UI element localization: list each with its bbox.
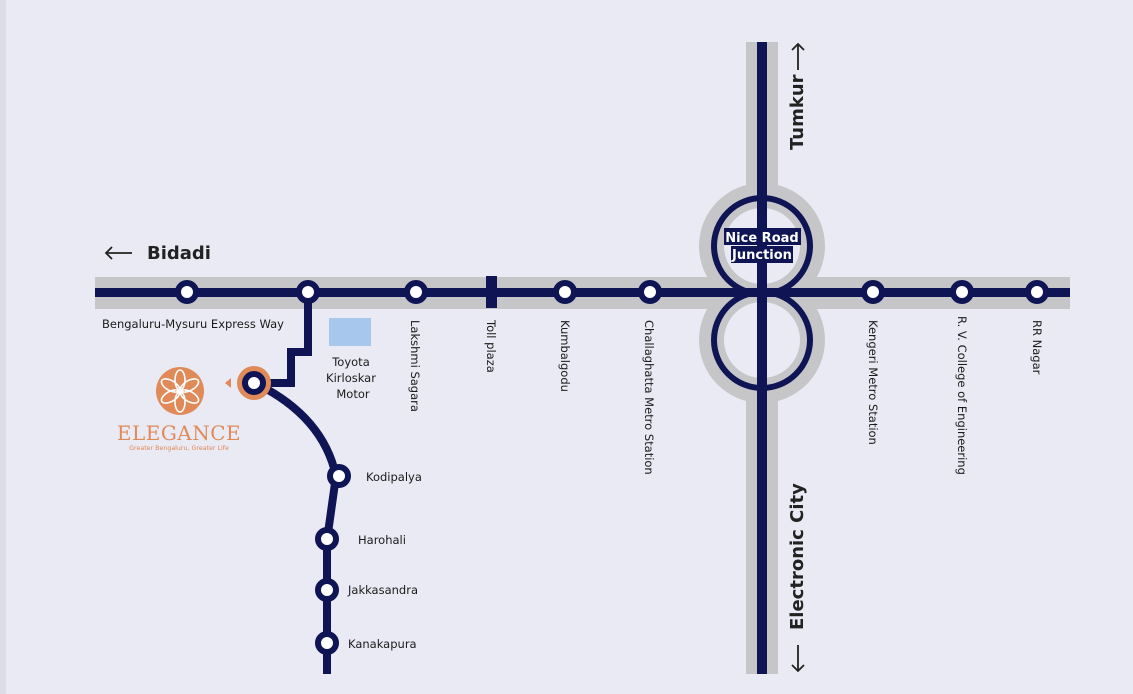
landmark-label-line1: Toyota <box>331 355 370 369</box>
junction-label-bg-2 <box>731 246 793 263</box>
branch-stop-label: Harohali <box>358 533 406 547</box>
logo-tagline: Greater Bengaluru, Greater Life <box>129 445 229 452</box>
station-marker-kanakapura <box>315 631 339 655</box>
logo-wordmark: ELEGANCE <box>117 421 241 445</box>
left-edge <box>0 0 6 694</box>
highway-stop-label: R. V. College of Engineering <box>955 316 969 475</box>
landmark-label-line3: Motor <box>336 387 370 401</box>
highway-label: Bengaluru-Mysuru Express Way <box>102 317 284 331</box>
interchange-lower-loop <box>711 289 813 391</box>
branch-stop-label: Kanakapura <box>348 637 417 651</box>
station-marker-kodipalya <box>327 464 351 488</box>
station-marker-challaghatta <box>638 280 662 304</box>
station-marker-lakshmi-sagara <box>404 280 428 304</box>
station-marker-jakkasandra <box>315 578 339 602</box>
highway-stop-label: Toll plaza <box>484 319 498 373</box>
landmark-label-line2: Kirloskar <box>326 371 376 385</box>
vertical-route-line <box>757 42 767 674</box>
highway-stop-label: Challaghatta Metro Station <box>642 320 656 475</box>
highway-route-line <box>95 288 1070 297</box>
highway-stop-label: Lakshmi Sagara <box>408 320 422 412</box>
station-marker-bidadi-side <box>175 280 199 304</box>
junction-label-line1: Nice Road <box>725 231 798 246</box>
station-marker-rr-nagar <box>1025 280 1049 304</box>
pointer-triangle-icon <box>225 378 231 388</box>
south-arrow-icon <box>791 645 805 673</box>
highway-stop-label: Kengeri Metro Station <box>866 320 880 445</box>
branch-route-line <box>253 292 341 674</box>
station-marker-kumbalgodu <box>553 280 577 304</box>
logo-emblem-icon <box>156 367 204 415</box>
station-marker-kengeri <box>861 280 885 304</box>
highway-stop-label: Kumbalgodu <box>558 320 572 392</box>
branch-stop-label: Kodipalya <box>366 470 422 484</box>
junction-label-line2: Junction <box>731 248 792 263</box>
project-location-marker <box>242 371 266 395</box>
direction-tumkur: Tumkur <box>787 74 808 150</box>
direction-bidadi: Bidadi <box>147 243 211 264</box>
north-arrow-icon <box>791 42 805 70</box>
station-marker-rv-college <box>950 280 974 304</box>
elegance-logo: ELEGANCE Greater Bengaluru, Greater Life <box>117 367 241 452</box>
landmark-box <box>329 318 371 346</box>
direction-electronic-city: Electronic City <box>787 483 808 630</box>
highway-stop-label: RR Nagar <box>1030 320 1044 375</box>
junction-label-bg-1 <box>724 228 801 245</box>
logo-petals-icon <box>160 369 200 413</box>
station-marker-harohali <box>315 527 339 551</box>
toll-plaza-marker <box>486 276 497 308</box>
west-arrow-icon <box>104 246 132 260</box>
branch-stop-label: Jakkasandra <box>347 583 418 597</box>
station-marker-branch-junction <box>296 280 320 304</box>
